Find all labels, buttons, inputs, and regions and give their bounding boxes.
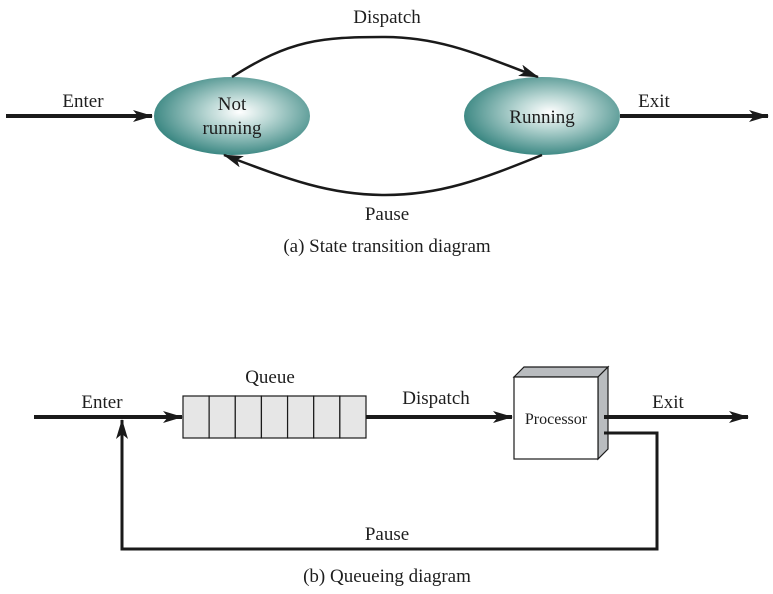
processor: Processor bbox=[512, 365, 610, 461]
pause-feedback-loop bbox=[116, 419, 659, 551]
queue-slot bbox=[313, 395, 341, 439]
queue-slot bbox=[339, 395, 367, 439]
queue-slot bbox=[182, 395, 210, 439]
pause-label: Pause bbox=[365, 204, 409, 225]
processor-side-face bbox=[597, 365, 609, 461]
queueing-diagram: Enter Queue Dispatch Processor Exit Paus… bbox=[34, 365, 749, 587]
queue-dispatch-label: Dispatch bbox=[402, 388, 470, 409]
queue-exit-label: Exit bbox=[652, 392, 684, 413]
queue-slot bbox=[234, 395, 263, 439]
enter-label: Enter bbox=[62, 91, 104, 112]
processor-front-face bbox=[513, 376, 599, 460]
state-not-running-label-line1: Not bbox=[218, 94, 247, 115]
state-transition-diagram: Enter Not running Running Dispatch Pause… bbox=[6, 7, 769, 257]
queue-slot bbox=[260, 395, 289, 439]
queue-pause-label: Pause bbox=[365, 524, 409, 545]
dispatch-label: Dispatch bbox=[353, 7, 421, 28]
state-running-label: Running bbox=[509, 107, 575, 128]
state-not-running-label-line2: running bbox=[202, 118, 262, 139]
queue-label: Queue bbox=[245, 367, 295, 388]
state-running bbox=[464, 77, 620, 155]
queue-enter-label: Enter bbox=[81, 392, 123, 413]
queue bbox=[182, 395, 367, 439]
dispatch-transition bbox=[231, 35, 539, 79]
queue-slot bbox=[208, 395, 236, 439]
processor-top-face bbox=[512, 366, 610, 378]
state-not-running bbox=[154, 77, 310, 155]
queueing-diagram-caption: (b) Queueing diagram bbox=[303, 566, 471, 587]
queue-slot bbox=[286, 395, 315, 439]
processor-label: Processor bbox=[525, 411, 588, 428]
state-diagram-caption: (a) State transition diagram bbox=[283, 236, 491, 257]
exit-label: Exit bbox=[638, 91, 670, 112]
pause-transition bbox=[223, 153, 543, 197]
